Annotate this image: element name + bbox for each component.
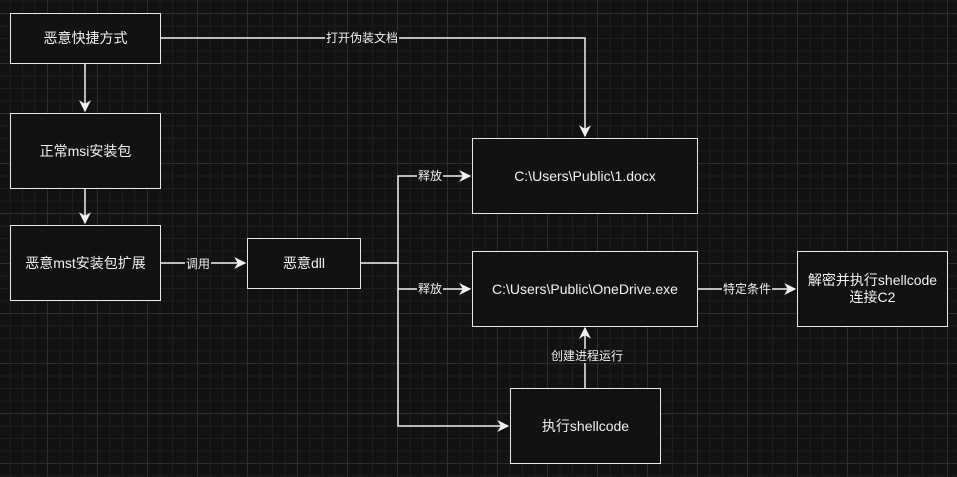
node-label: 恶意快捷方式 <box>43 30 128 46</box>
node-label: C:\Users\Public\1.docx <box>514 167 656 184</box>
node-onedrive-exe[interactable]: C:\Users\Public\OneDrive.exe <box>472 251 698 327</box>
node-decrypt-execute-c2[interactable]: 解密并执行shellcode 连接C2 <box>797 251 948 327</box>
node-label: 执行shellcode <box>541 417 630 434</box>
node-label: 恶意dll <box>282 255 325 271</box>
edge-label-release-exe: 释放 <box>416 282 444 296</box>
node-normal-msi-package[interactable]: 正常msi安装包 <box>10 113 161 189</box>
edge-label-invoke: 调用 <box>184 257 212 271</box>
node-label: 正常msi安装包 <box>39 142 132 159</box>
node-decoy-docx[interactable]: C:\Users\Public\1.docx <box>472 138 698 214</box>
edge-label-create-process: 创建进程运行 <box>549 349 625 363</box>
edge-label-condition: 特定条件 <box>721 282 773 296</box>
node-execute-shellcode[interactable]: 执行shellcode <box>510 388 661 464</box>
node-malicious-dll[interactable]: 恶意dll <box>247 238 361 289</box>
node-malicious-mst-extension[interactable]: 恶意mst安装包扩展 <box>10 225 161 301</box>
edge-shortcut-to-docx <box>160 37 591 138</box>
edge-label-release-docx: 释放 <box>416 169 444 183</box>
node-label: 解密并执行shellcode 连接C2 <box>807 272 938 305</box>
edge-label-open-decoy: 打开伪装文档 <box>324 31 400 45</box>
edge-dll-to-exec-shellcode <box>397 289 510 432</box>
node-label: 恶意mst安装包扩展 <box>25 254 146 271</box>
node-malicious-shortcut[interactable]: 恶意快捷方式 <box>10 13 161 64</box>
edge-dll-to-docx <box>360 170 472 264</box>
node-label: C:\Users\Public\OneDrive.exe <box>492 280 678 297</box>
